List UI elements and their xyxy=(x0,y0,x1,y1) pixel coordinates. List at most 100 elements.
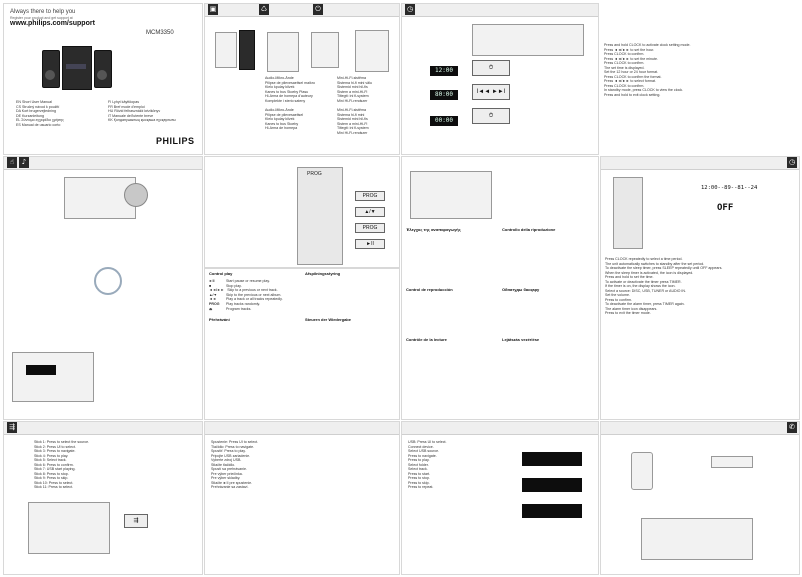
usb-icon: ⇶ xyxy=(7,422,17,433)
clock-step: Press CLOCK to confirm. xyxy=(604,52,645,56)
parts-item: Hi-Arma de homepa d'auteury xyxy=(265,94,313,98)
timer-step: Press to exit the timer mode. xyxy=(605,311,651,315)
remote-illustration xyxy=(267,32,299,72)
play-row-text: Stop play. xyxy=(226,283,242,288)
usb-step: Vyberte zdroj USB. xyxy=(211,458,242,462)
clock-step: Press CLOCK to confirm. xyxy=(604,61,645,65)
usb-step: Pripojte USB zariadenie. xyxy=(211,453,251,458)
box-icon: ▣ xyxy=(208,4,218,15)
philips-logo: PHILIPS xyxy=(156,136,195,146)
section-title: Steuern der Wiedergabe xyxy=(305,317,351,322)
clock-step: Press and hold to exit clock setting. xyxy=(604,92,661,97)
remote-play-button[interactable]: ►II xyxy=(355,239,385,249)
usb-display-2 xyxy=(522,478,582,492)
clock-panel: ◷ 12:00 80:00 00:00 ⏱ I◄◄ ►►I ⏱ xyxy=(401,3,599,155)
panel-header xyxy=(4,157,202,170)
usb-step: Spustí sa prehrávanie. xyxy=(211,467,247,471)
remote-top-label: PROG xyxy=(307,171,322,177)
usb-step: Stick 3: Press to navigate. xyxy=(34,449,76,453)
language-item: DE Kurzanleitung xyxy=(16,113,44,118)
antenna-illustration xyxy=(311,32,339,68)
cover-panel: Always there to help you Register your p… xyxy=(3,3,203,155)
usb-display xyxy=(522,452,582,466)
section-title: Afspilningsstyring xyxy=(305,271,341,276)
always-there-text: Always there to help you xyxy=(10,9,76,15)
language-item: EL Σύντομο εγχειρίδιο χρήσης xyxy=(16,118,64,122)
usb-button[interactable]: ⇶ xyxy=(124,514,148,528)
clock-step: Press CLOCK to confirm the format. xyxy=(604,74,662,79)
usb-step: Stick 8: Press to stop. xyxy=(34,471,69,476)
plug-illustration xyxy=(355,30,389,72)
clock-step: Set the 12 hour or 24 hour format. xyxy=(604,70,659,74)
usb-step: USB: Press UI to select. xyxy=(408,440,447,444)
usb-panel-1: ⇶ Stick 1: Press to select the source. S… xyxy=(3,421,203,575)
play-control-panel-2: Έλεγχος της αναπαραγωγής Control de repr… xyxy=(401,156,599,420)
play-row-text: Play tracks randomly. xyxy=(226,301,261,306)
play-cd-panel: ☝ ♪ xyxy=(3,156,203,420)
clock-step: In standby mode, press CLOCK to view the… xyxy=(604,88,684,92)
usb-step: Stick 10: Press to select. xyxy=(34,480,74,485)
philips-globe-logo xyxy=(94,267,122,295)
play-row: ⏏Program tracks. xyxy=(209,307,283,312)
timer-steps: Press CLOCK repeatedly to select a time … xyxy=(605,257,722,316)
usb-step: Select folder. xyxy=(408,462,429,467)
clock-button[interactable]: ⏱ xyxy=(472,60,510,76)
usb-step: Pre výber priečinka. xyxy=(211,471,243,476)
timer-display-sequence: 12:00--89--81--24 xyxy=(701,185,758,191)
language-item: KK Қолданушының қысқаша нұсқаулығы xyxy=(108,118,176,122)
cable-connector xyxy=(711,456,753,468)
panel-header xyxy=(601,157,799,170)
usb-step: Stick 1: Press to select the source. xyxy=(34,440,90,444)
language-item: DA Kort brugervejledning xyxy=(16,109,56,113)
timer-step: To deactivate the sleep timer, press SLE… xyxy=(605,266,723,270)
support-url[interactable]: www.philips.com/support xyxy=(10,20,95,27)
section-title: Control play xyxy=(209,271,233,276)
clock-icon: ◷ xyxy=(405,4,415,15)
play-row-symbol: ■ xyxy=(209,283,212,288)
usb-display-3 xyxy=(522,504,582,518)
play-row-text: Skip to a previous or next track. xyxy=(227,288,278,293)
play-row-symbol: ◄◄/►► xyxy=(209,288,225,293)
unit-top-illustration xyxy=(472,24,584,56)
usb-step: Stick 2: Press UI to select. xyxy=(34,444,76,449)
play-row-text: Skip to the previous or next album. xyxy=(226,292,282,297)
clock-confirm-button[interactable]: ⏱ xyxy=(472,108,510,124)
clock-step: The set time is displayed. xyxy=(604,65,645,70)
usb-steps-mid: Spustenie: Press UI to select. Tlačidlo:… xyxy=(211,440,258,490)
clock-steps-panel: Press and hold CLOCK to activate clock s… xyxy=(600,3,798,153)
parts-item: Sistem a mini-Hi-Fi xyxy=(337,121,368,126)
unit-illustration xyxy=(239,30,255,70)
unit-usb-illustration xyxy=(28,502,110,554)
remote-updown-button[interactable]: ▲/▼ xyxy=(355,207,385,217)
usb-step: Prehrávanie sa zastaví. xyxy=(211,485,249,489)
usb-steps-right: USB: Press UI to select. Connect device.… xyxy=(408,440,447,490)
usb-step: Press to play. xyxy=(408,458,430,462)
section-title: Control de reproducción xyxy=(406,287,453,292)
unit-detail-display xyxy=(26,365,56,375)
panel-header xyxy=(402,4,598,17)
panel-header xyxy=(4,422,202,435)
section-title: Lejátszás vezérlése xyxy=(502,337,540,342)
play-row-symbol: ◄◄ xyxy=(209,297,217,302)
usb-step: Select USB source. xyxy=(408,449,440,453)
remote-prog-button-2[interactable]: PROG xyxy=(355,223,385,233)
remote-prog-button[interactable]: PROG xyxy=(355,191,385,201)
clock-steps-list: Press and hold CLOCK to activate clock s… xyxy=(604,43,691,97)
parts-item: Mini Hi-Fi-rendszer xyxy=(337,130,368,135)
parts-item: Kanes to bus Stoeby Plasu xyxy=(265,89,309,94)
clock-step: Press and hold CLOCK to activate clock s… xyxy=(604,43,691,47)
remote-panel: PROG PROG ▲/▼ PROG ►II xyxy=(204,156,400,268)
timer-panel: ◷ 12:00--89--81--24 OFF Press CLOCK repe… xyxy=(600,156,800,420)
play-row: ◄◄Play a track or all tracks repeatedly. xyxy=(209,297,283,302)
parts-item: Audio-Mikro-Ände xyxy=(265,76,294,80)
usb-step: Stick 4: Press to play. xyxy=(34,453,69,458)
skip-buttons[interactable]: I◄◄ ►►I xyxy=(472,84,510,100)
panel-header xyxy=(601,422,799,435)
hand-icon: ☝ xyxy=(7,157,17,168)
usb-step: Press to navigate. xyxy=(408,453,437,458)
section-title: Controllo della riproduzione xyxy=(502,227,556,232)
plug-icon: ⏻ xyxy=(313,4,323,15)
panel-header xyxy=(205,4,399,17)
